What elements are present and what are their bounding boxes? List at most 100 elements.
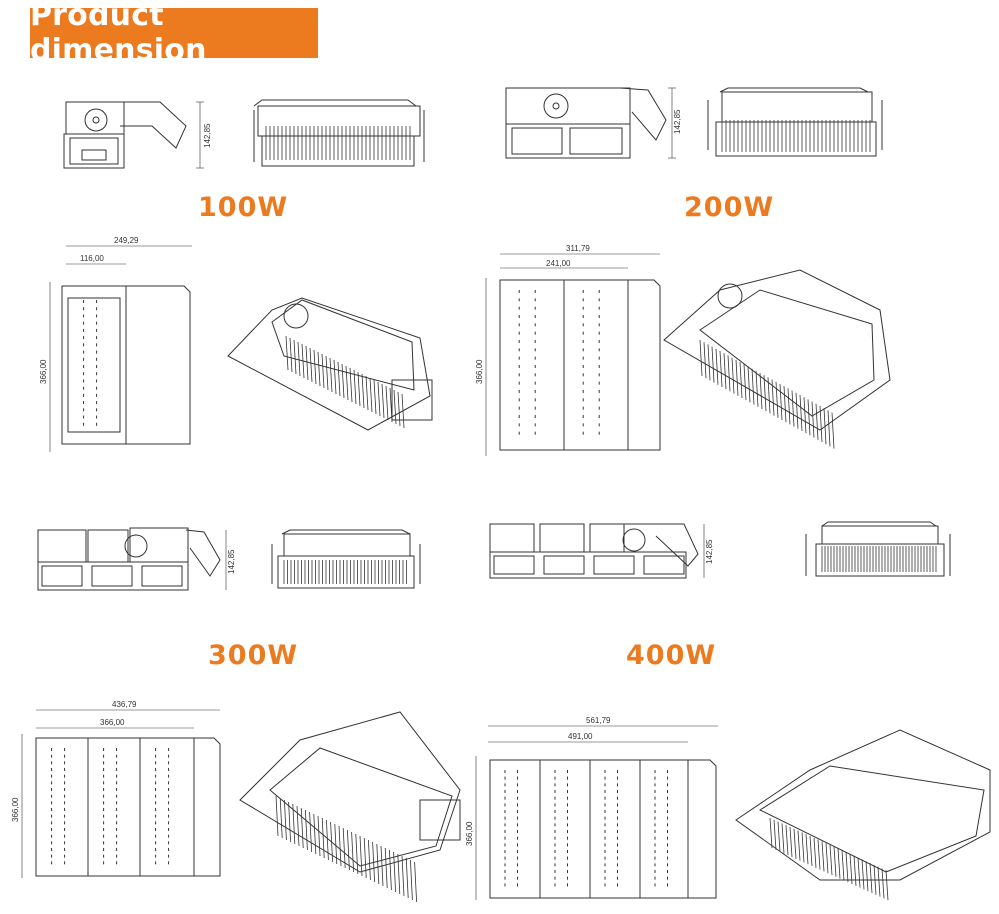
heatsink-fin (755, 370, 759, 407)
heatsink-fin (805, 834, 809, 865)
heatsink-fin (342, 827, 346, 869)
length-dim-100w: 366,00 (39, 359, 48, 384)
heatsink-fin (363, 837, 367, 879)
side-view-400w (489, 523, 705, 579)
heatsink-fin (743, 364, 747, 401)
heatsink-fin (815, 403, 819, 440)
heatsink-fin (809, 835, 813, 867)
heatsink-fin (699, 339, 703, 377)
heatsink-fin (289, 337, 293, 373)
heatsink-fin (345, 365, 349, 401)
heatsink-fin (739, 361, 743, 399)
heatsink-fin (841, 850, 845, 881)
heatsink-fin (359, 835, 363, 877)
heatsink-fin (337, 361, 341, 397)
width-total-100w: 249,29 (114, 236, 139, 245)
width-total-400w: 561,79 (586, 716, 611, 725)
heatsink-fin (329, 357, 333, 393)
heatsink-fin (309, 347, 313, 383)
front-view-300w (271, 529, 421, 589)
heatsink-fin (385, 385, 389, 421)
top-view-200w (485, 253, 661, 456)
iso-view-200w (663, 269, 891, 449)
heatsink-fin (731, 357, 735, 394)
section-title-banner: Product dimension (30, 0, 318, 68)
heatsink-fin (347, 829, 350, 871)
heatsink-fin (275, 795, 279, 837)
front-view-200w (707, 87, 883, 157)
heatsink-fin (885, 870, 889, 901)
side-view-200w (505, 87, 676, 159)
heatsink-fin (334, 823, 338, 865)
heatsink-fin (769, 817, 773, 849)
heatsink-fin (333, 359, 337, 395)
heatsink-fin (747, 366, 751, 403)
length-dim-300w: 366,00 (11, 797, 20, 822)
heatsink-fin (781, 823, 785, 854)
heatsink-fin (877, 866, 881, 897)
model-label-100w: 100W (198, 192, 289, 223)
heatsink-fin (803, 397, 807, 434)
width-total-300w: 436,79 (112, 700, 137, 709)
width-inner-200w: 241,00 (546, 259, 571, 268)
heatsink-fin (775, 381, 779, 418)
model-label-200w: 200W (684, 192, 775, 223)
heatsink-fin (795, 392, 799, 429)
heatsink-fin (767, 377, 771, 414)
heatsink-fin (799, 394, 803, 432)
side-view-100w (63, 101, 204, 169)
heatsink-fin (313, 349, 317, 385)
heatsink-fin (831, 412, 835, 449)
heatsink-fin (341, 363, 345, 399)
length-dim-200w: 366,00 (475, 359, 484, 384)
heatsink-fin (817, 839, 821, 870)
heatsink-fin (357, 371, 361, 407)
length-dim-400w: 366,00 (465, 821, 474, 846)
heatsink-fin (819, 405, 823, 443)
heatsink-fin (719, 350, 723, 388)
heatsink-fin (869, 862, 873, 894)
heatsink-fin (393, 851, 396, 893)
heatsink-fin (771, 379, 775, 416)
heatsink-fin (715, 348, 719, 385)
model-label-400w: 400W (626, 640, 717, 671)
heatsink-fin (829, 844, 833, 876)
heatsink-fin (791, 390, 795, 427)
front-view-400w (805, 521, 951, 577)
heatsink-fin (833, 846, 837, 877)
fins-200w (721, 120, 871, 152)
heatsink-fin (783, 386, 787, 423)
heatsink-fin (349, 367, 353, 403)
width-inner-100w: 116,00 (80, 254, 104, 263)
heatsink-fin (789, 826, 793, 858)
heatsink-fin (351, 831, 354, 873)
heatsink-fin (309, 811, 312, 853)
height-dim-400w: 142,85 (705, 539, 714, 564)
side-view-300w (37, 527, 227, 591)
heatsink-fin (292, 803, 296, 845)
heatsink-fin (353, 369, 357, 405)
heatsink-fin (813, 837, 817, 868)
heatsink-fin (793, 828, 797, 859)
heatsink-fin (361, 373, 365, 409)
heatsink-fin (380, 845, 384, 887)
height-dim-100w: 142,85 (203, 123, 212, 148)
heatsink-fin (365, 375, 369, 411)
module-pattern-100w (83, 300, 98, 426)
heatsink-fin (317, 815, 321, 857)
heatsink-fin (414, 861, 417, 903)
heatsink-fin (865, 861, 869, 892)
heatsink-fin (853, 855, 857, 886)
heatsink-fin (284, 799, 287, 841)
width-inner-300w: 366,00 (100, 718, 125, 727)
heatsink-fin (711, 346, 715, 383)
heatsink-fin (801, 832, 805, 863)
heatsink-fin (397, 391, 401, 427)
heatsink-fin (381, 383, 385, 419)
heatsink-fin (861, 859, 865, 890)
heatsink-fin (785, 825, 789, 856)
heatsink-fin (297, 341, 301, 377)
heatsink-fin (837, 848, 841, 879)
front-view-100w (253, 99, 425, 167)
